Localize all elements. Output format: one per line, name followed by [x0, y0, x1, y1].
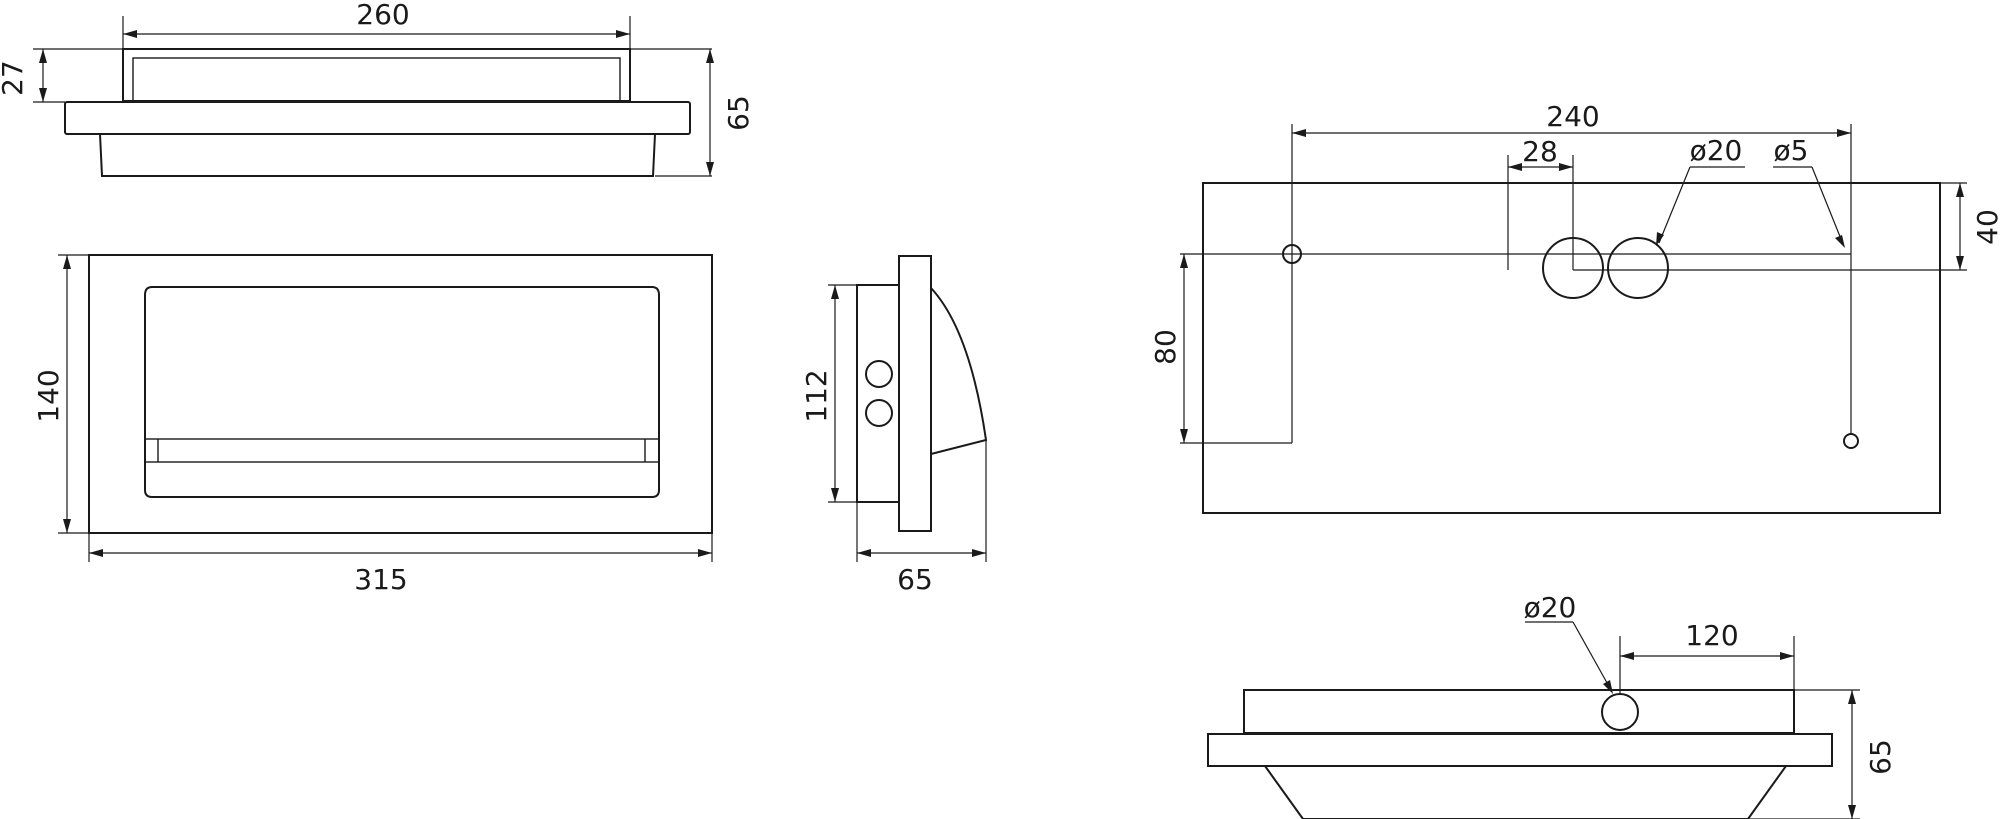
plan-view: 140 315: [32, 254, 713, 596]
bottom-view-cover: [1243, 689, 1795, 734]
dim-260: 260: [356, 0, 409, 31]
dim-40: 40: [1971, 209, 2004, 245]
back-view-outline: [1202, 182, 1941, 514]
front-view-base: [99, 133, 656, 177]
dim-27: 27: [0, 60, 29, 96]
side-view-flange: [898, 255, 932, 532]
dim-65-front: 65: [722, 95, 755, 131]
dim-315: 315: [354, 563, 407, 596]
dim-120: 120: [1685, 619, 1738, 652]
side-view-body: [856, 284, 900, 503]
plan-view-outline: [88, 254, 713, 534]
dim-140: 140: [32, 369, 65, 422]
back-view-small-hole: [1843, 433, 1859, 449]
dim-65-side: 65: [897, 563, 933, 596]
bottom-view-hole: [1601, 693, 1639, 731]
dim-d20-back: ø20: [1690, 134, 1743, 167]
side-view-hole-lower: [865, 399, 893, 427]
dim-240: 240: [1546, 100, 1599, 133]
dim-112: 112: [800, 369, 833, 422]
plan-view-lip: [144, 438, 660, 463]
dim-28: 28: [1522, 135, 1558, 168]
back-view: 240 28 ø20 ø5 40 80: [1149, 100, 2004, 514]
plan-view-opening: [144, 286, 660, 498]
side-view: 112 65: [800, 255, 988, 596]
dim-d20-bottom: ø20: [1524, 591, 1577, 624]
side-view-hole-upper: [865, 360, 893, 388]
front-view: 260 27 65: [0, 0, 755, 177]
bottom-view-flange: [1207, 733, 1833, 767]
side-view-cover: [930, 287, 988, 455]
dim-65-bottom: 65: [1864, 739, 1897, 775]
dim-80: 80: [1149, 329, 1182, 365]
back-view-hole-right-large: [1607, 237, 1669, 299]
bottom-view-base: [1264, 765, 1787, 819]
dim-d5: ø5: [1774, 134, 1809, 167]
front-view-cover-inner: [132, 57, 621, 102]
front-view-flange: [64, 101, 691, 135]
bottom-view: ø20 120 65: [1207, 591, 1897, 819]
front-view-cover: [122, 48, 631, 102]
